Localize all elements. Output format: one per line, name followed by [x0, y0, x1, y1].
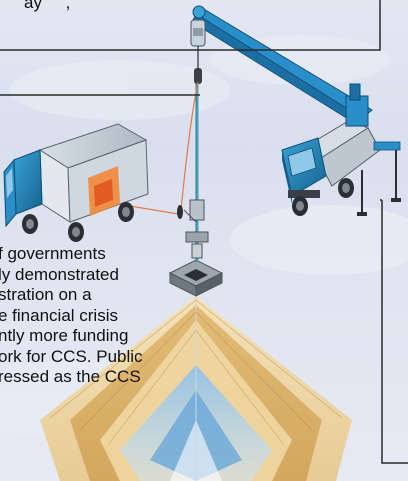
wellhead-base — [168, 259, 224, 297]
body-text-line: stration on a — [0, 285, 92, 304]
hoist-line — [183, 46, 209, 262]
body-text-line: e financial crisis — [0, 305, 118, 325]
top-text: ay , — [24, 0, 71, 12]
geological-strata — [40, 296, 352, 481]
body-text-line: f governments — [0, 244, 106, 263]
body-text-line: ressed as the CCS — [0, 367, 141, 386]
body-text: f governments ly demonstrated stration o… — [0, 244, 143, 388]
body-text-line: ntly more funding — [0, 326, 129, 345]
crane-truck — [281, 83, 401, 216]
body-text-line: ork for CCS. Public — [0, 346, 143, 366]
crane-boom — [190, 5, 373, 125]
body-text-line: ly demonstrated — [0, 264, 119, 284]
frame-lines — [0, 0, 408, 464]
wireline-truck — [3, 123, 149, 242]
